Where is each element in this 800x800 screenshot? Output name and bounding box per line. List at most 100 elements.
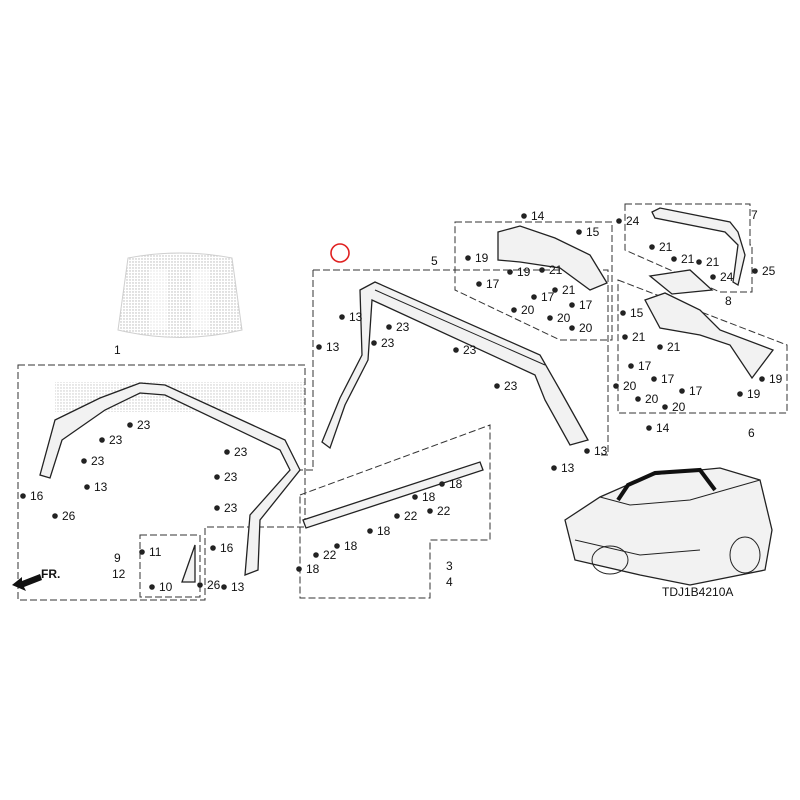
callout-part-26: 26 (62, 509, 76, 523)
fastener-icon (551, 465, 557, 471)
fastener-icon (436, 579, 442, 585)
fastener-icon (104, 347, 110, 353)
fastener-icon (316, 344, 322, 350)
fastener-icon (394, 513, 400, 519)
part-10-triangle (181, 544, 196, 583)
callout-part-21: 21 (667, 340, 681, 354)
group-box-2 (300, 269, 609, 471)
fastener-icon (662, 404, 668, 410)
fastener-icon (476, 281, 482, 287)
fastener-icon (371, 340, 377, 346)
callout-part-21: 21 (681, 252, 695, 266)
callout-part-19: 19 (769, 372, 783, 386)
callout-part-7: 7 (751, 208, 758, 222)
fastener-icon (99, 437, 105, 443)
group-box-3 (299, 424, 491, 599)
callout-part-11: 11 (149, 545, 162, 559)
fastener-icon (224, 449, 230, 455)
fastener-icon (197, 582, 203, 588)
highlight-circle (330, 243, 350, 263)
fastener-icon (539, 267, 545, 273)
part-5-trim (497, 225, 608, 291)
callout-part-18: 18 (422, 490, 436, 504)
fastener-icon (127, 422, 133, 428)
fastener-icon (214, 474, 220, 480)
fastener-icon (427, 508, 433, 514)
fastener-icon (412, 494, 418, 500)
callout-part-13: 13 (561, 461, 575, 475)
callout-part-21: 21 (632, 330, 646, 344)
callout-part-23: 23 (224, 470, 238, 484)
callout-part-23: 23 (109, 433, 123, 447)
callout-part-10: 10 (159, 580, 173, 594)
fastener-icon (710, 274, 716, 280)
callout-part-6: 6 (748, 426, 755, 440)
group-box-5 (454, 221, 613, 341)
callout-part-22: 22 (437, 504, 451, 518)
fastener-icon (741, 212, 747, 218)
part-2-weatherstrip (321, 281, 589, 450)
fastener-icon (104, 555, 110, 561)
fastener-icon (84, 484, 90, 490)
callout-part-16: 16 (220, 541, 234, 555)
callout-part-17: 17 (689, 384, 703, 398)
fastener-icon (465, 255, 471, 261)
fastener-icon (569, 302, 575, 308)
callout-part-15: 15 (630, 306, 644, 320)
fastener-icon (649, 244, 655, 250)
callout-part-17: 17 (541, 290, 555, 304)
callout-part-8: 8 (725, 294, 732, 308)
callout-part-5: 5 (431, 254, 438, 268)
callout-part-17: 17 (579, 298, 593, 312)
callout-part-1: 1 (114, 343, 121, 357)
callout-part-18: 18 (449, 477, 463, 491)
fastener-icon (569, 325, 575, 331)
fastener-icon (616, 218, 622, 224)
fastener-icon (759, 376, 765, 382)
part-3-molding (302, 461, 484, 529)
group-box-9 (139, 534, 201, 598)
front-arrow-icon (12, 574, 42, 591)
callout-part-17: 17 (661, 372, 675, 386)
fastener-icon (738, 430, 744, 436)
fastener-icon (439, 481, 445, 487)
callout-part-15: 15 (586, 225, 600, 239)
callout-part-25: 25 (762, 264, 776, 278)
callout-part-13: 13 (94, 480, 108, 494)
fastener-icon (221, 584, 227, 590)
callout-part-23: 23 (224, 501, 238, 515)
callout-part-19: 19 (517, 265, 531, 279)
part-1-frame (39, 382, 301, 576)
callout-part-20: 20 (521, 303, 535, 317)
fastener-icon (737, 391, 743, 397)
callout-part-17: 17 (638, 359, 652, 373)
fastener-icon (296, 566, 302, 572)
fastener-icon (547, 315, 553, 321)
group-box-6 (617, 279, 788, 414)
callout-part-20: 20 (579, 321, 593, 335)
callout-part-18: 18 (377, 524, 391, 538)
fastener-icon (81, 458, 87, 464)
fastener-icon (453, 347, 459, 353)
callout-part-21: 21 (706, 255, 720, 269)
callout-part-13: 13 (231, 580, 245, 594)
fastener-icon (339, 314, 345, 320)
callout-part-22: 22 (404, 509, 418, 523)
group-box-7 (624, 203, 753, 293)
callout-part-9: 9 (114, 551, 121, 565)
callout-part-23: 23 (504, 379, 518, 393)
callout-part-18: 18 (306, 562, 320, 576)
callout-part-23: 23 (234, 445, 248, 459)
callout-part-19: 19 (747, 387, 761, 401)
fastener-icon (149, 584, 155, 590)
callout-part-23: 23 (91, 454, 105, 468)
callout-part-3: 3 (446, 559, 453, 573)
fastener-icon (671, 256, 677, 262)
honda-logo-watermark (55, 252, 305, 412)
callout-part-24: 24 (720, 270, 734, 284)
callout-part-23: 23 (396, 320, 410, 334)
part-8-plate (648, 269, 714, 295)
fastener-icon (635, 396, 641, 402)
callout-part-4: 4 (446, 575, 453, 589)
